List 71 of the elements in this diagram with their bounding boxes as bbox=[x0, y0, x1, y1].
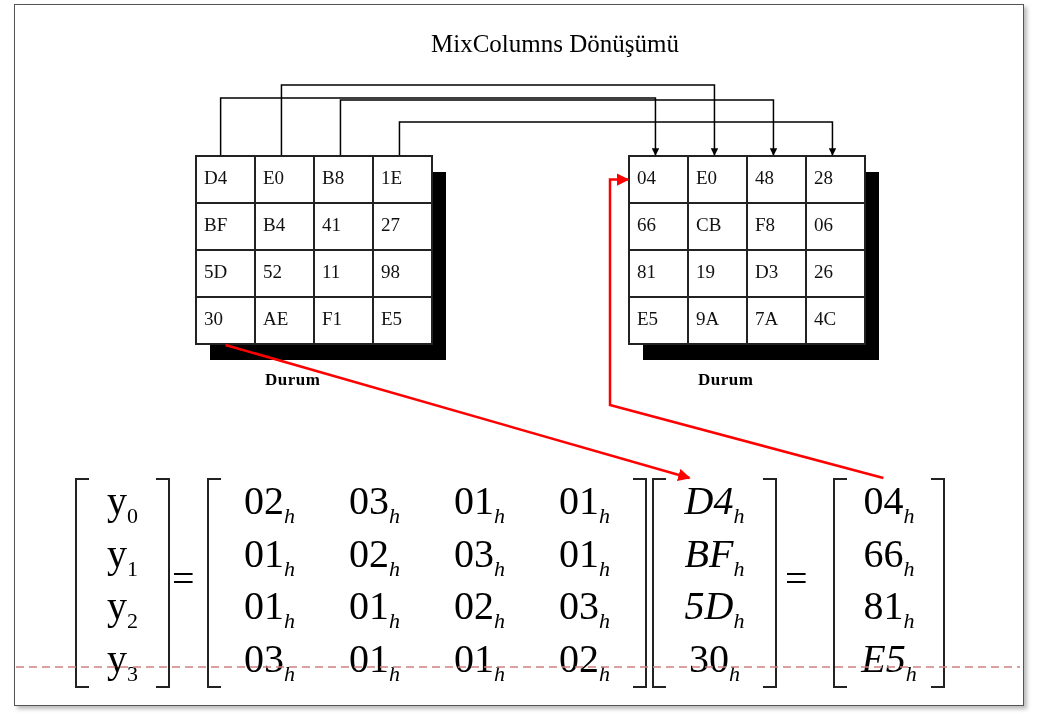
matrix-entry: 01$_{h}$ bbox=[349, 586, 400, 633]
matrix-entry: 81$_{h}$ bbox=[863, 586, 915, 633]
table-caption: Durum bbox=[265, 370, 321, 390]
grid-cell: 66 bbox=[628, 202, 689, 251]
matrix-entry: 02$_{h}$ bbox=[349, 533, 400, 580]
grid-cell: E5 bbox=[628, 296, 689, 345]
matrix-entry: 66$_{h}$ bbox=[863, 533, 915, 580]
grid-cell: 9A bbox=[687, 296, 748, 345]
matrix-entry: y$_{0}$ bbox=[107, 481, 138, 528]
arrow bbox=[398, 121, 837, 156]
grid-cell: 06 bbox=[805, 202, 866, 251]
matrix-entry: 03$_{h}$ bbox=[559, 586, 610, 633]
matrix-entry: 30$_{h}$ bbox=[689, 638, 740, 685]
matrix-entry: 01$_{h}$ bbox=[349, 638, 400, 685]
matrix-entry: 03$_{h}$ bbox=[244, 638, 295, 685]
matrix-entry: 02$_{h}$ bbox=[454, 586, 505, 633]
grid-cell: BF bbox=[195, 202, 256, 251]
grid-cell: 19 bbox=[687, 249, 748, 298]
matrix-entry: 01$_{h}$ bbox=[454, 481, 505, 528]
grid-cell: E5 bbox=[372, 296, 433, 345]
grid-cell: 98 bbox=[372, 249, 433, 298]
grid-cell: E0 bbox=[254, 155, 315, 204]
equals-sign: = bbox=[172, 555, 195, 602]
arrow bbox=[225, 343, 691, 481]
grid-cell: 04 bbox=[628, 155, 689, 204]
arrow bbox=[219, 97, 660, 156]
grid-cell: 5D bbox=[195, 249, 256, 298]
grid-cell: 81 bbox=[628, 249, 689, 298]
matrix-entry: 03$_{h}$ bbox=[349, 481, 400, 528]
grid-cell: 52 bbox=[254, 249, 315, 298]
matrix-entry: y$_{3}$ bbox=[107, 638, 138, 685]
grid-cell: 48 bbox=[746, 155, 807, 204]
matrix-entry: 5D$_{h}$ bbox=[684, 586, 745, 633]
arrow bbox=[339, 99, 778, 156]
arrow bbox=[280, 84, 719, 156]
grid-cell: 11 bbox=[313, 249, 374, 298]
matrix-entry: 01$_{h}$ bbox=[559, 481, 610, 528]
matrix-entry: BF$_{h}$ bbox=[684, 533, 745, 580]
matrix-entry: D4$_{h}$ bbox=[684, 481, 745, 528]
grid-cell: E0 bbox=[687, 155, 748, 204]
matrix-entry: 02$_{h}$ bbox=[559, 638, 610, 685]
grid-cell: 30 bbox=[195, 296, 256, 345]
matrix-entry: 04$_{h}$ bbox=[863, 481, 915, 528]
grid-cell: F8 bbox=[746, 202, 807, 251]
grid-cell: AE bbox=[254, 296, 315, 345]
grid-cell: CB bbox=[687, 202, 748, 251]
grid-cell: D3 bbox=[746, 249, 807, 298]
grid-cell: B4 bbox=[254, 202, 315, 251]
grid-cell: 1E bbox=[372, 155, 433, 204]
grid-cell: 7A bbox=[746, 296, 807, 345]
matrix-entry: 01$_{h}$ bbox=[559, 533, 610, 580]
equals-sign: = bbox=[785, 555, 808, 602]
arrow bbox=[608, 173, 884, 480]
grid-cell: D4 bbox=[195, 155, 256, 204]
grid-cell: F1 bbox=[313, 296, 374, 345]
grid-cell: 41 bbox=[313, 202, 374, 251]
matrix-entry: 03$_{h}$ bbox=[454, 533, 505, 580]
matrix-entry: y$_{2}$ bbox=[107, 586, 138, 633]
matrix-entry: y$_{1}$ bbox=[107, 533, 138, 580]
grid-cell: 28 bbox=[805, 155, 866, 204]
matrix-entry: 02$_{h}$ bbox=[244, 481, 295, 528]
grid-cell: 27 bbox=[372, 202, 433, 251]
matrix-entry: 01$_{h}$ bbox=[244, 533, 295, 580]
grid-cell: 26 bbox=[805, 249, 866, 298]
diagram-title: MixColumns Dönüşümü bbox=[430, 30, 680, 58]
matrix-entry: E5$_{h}$ bbox=[861, 638, 917, 685]
matrix-entry: 01$_{h}$ bbox=[244, 586, 295, 633]
grid-cell: 4C bbox=[805, 296, 866, 345]
matrix-entry: 01$_{h}$ bbox=[454, 638, 505, 685]
grid-cell: B8 bbox=[313, 155, 374, 204]
table-caption: Durum bbox=[698, 370, 754, 390]
